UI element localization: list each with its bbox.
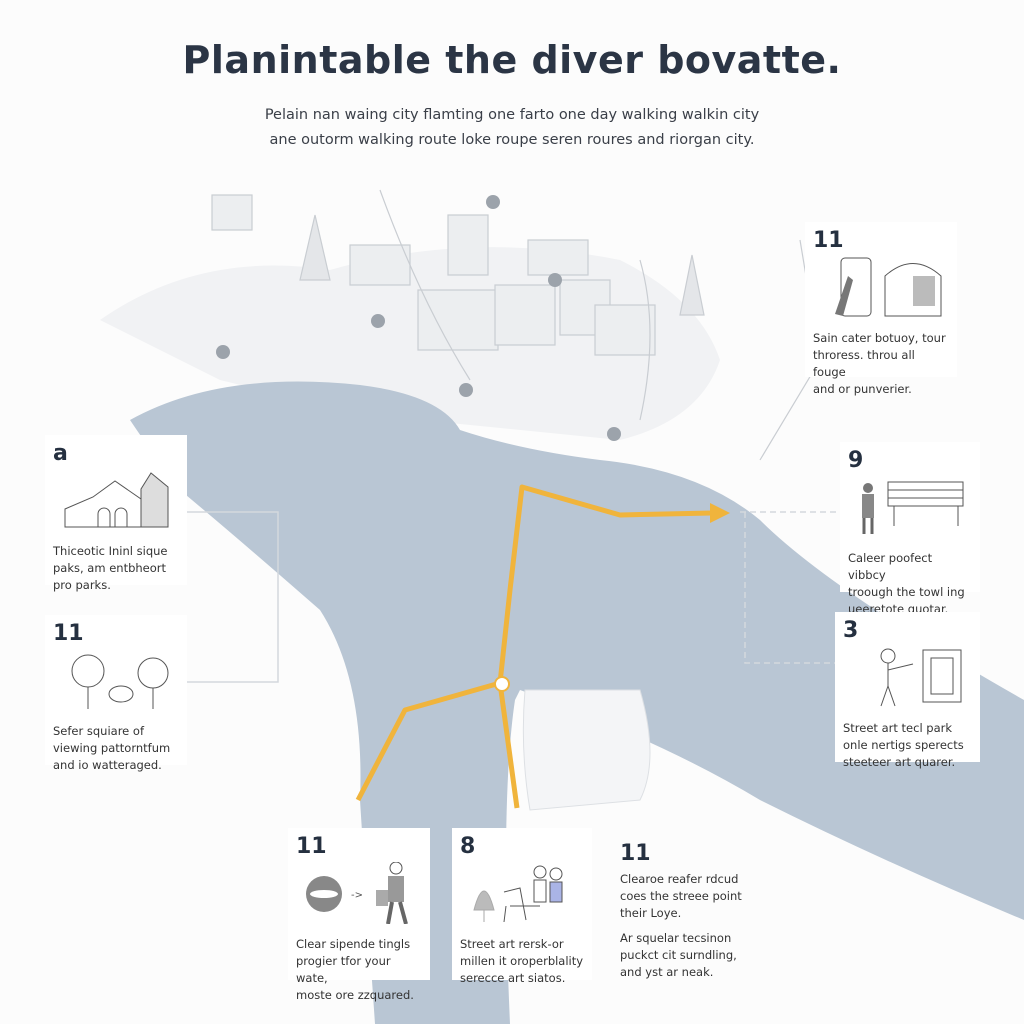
- card-text: serecce art siatos.: [460, 971, 566, 985]
- stop-card-a: a Thiceotic Ininl sique paks, am entbheor…: [45, 435, 187, 592]
- stop-card-11-park: 11 Sefer squiare of viewing pattorntfum an…: [45, 615, 187, 772]
- stop-card-8: 8 Street art rersk-or millen it oroperbla…: [452, 828, 592, 985]
- house-icon: [64, 472, 169, 528]
- walking-route: [355, 484, 713, 809]
- person-bag-icon: ->: [306, 861, 408, 925]
- card-text: throress. throu all fouge: [813, 348, 915, 379]
- card-text: their Loye.: [620, 906, 682, 920]
- stop-card-3: 3 Street art tecl park onle nertigs spere…: [835, 612, 980, 769]
- card-text: Clear sipende tingls: [296, 937, 411, 951]
- card-text: Clearoe reafer rdcud: [620, 872, 739, 886]
- route-arrow-icon: [710, 503, 730, 523]
- phone-tent-icon: [835, 257, 942, 317]
- card-text: onle nertigs sperects: [843, 738, 964, 752]
- card-text: Sefer squiare of: [53, 724, 144, 738]
- stop-number: 9: [848, 448, 864, 473]
- stop-number: 11: [620, 841, 651, 866]
- stop-number: 11: [53, 621, 84, 646]
- cafe-people-icon: [473, 865, 563, 923]
- street-art-icon: [880, 648, 962, 707]
- card-text: paks, am entbheort: [53, 561, 167, 575]
- card-text: moste ore zzquared.: [296, 988, 414, 1002]
- card-text: puckct cit surndling,: [620, 948, 737, 962]
- island: [522, 689, 651, 811]
- card-text: viewing pattorntfum: [53, 741, 171, 755]
- connector-lines: [185, 511, 840, 683]
- card-text: Street art rersk-or: [460, 937, 564, 951]
- subtitle-line: ane outorm walking route loke roupe sere…: [269, 132, 755, 148]
- city-sketch: [100, 189, 821, 657]
- card-text: troough the towl ing: [848, 585, 965, 599]
- stop-card-11-text: 11 Clearoe reafer rdcud coes the streee p…: [612, 835, 762, 980]
- card-text: Sain cater botuoy, tour: [813, 331, 946, 345]
- page-title: Planintable the diver bovatte.: [182, 38, 842, 82]
- stop-number: 11: [813, 228, 844, 253]
- stop-card-11-top: 11 Sain cater botuoy, tour throress. thro…: [805, 222, 957, 396]
- stop-number: a: [53, 441, 68, 466]
- card-text: pro parks.: [53, 578, 111, 592]
- stop-card-9: 9 Caleer poofect vibbcy troough the towl …: [840, 442, 980, 616]
- card-text: Caleer poofect vibbcy: [848, 551, 933, 582]
- card-text: coes the streee point: [620, 889, 742, 903]
- card-text: and or punverier.: [813, 382, 912, 396]
- bench-icon: [862, 481, 964, 534]
- subtitle-line: Pelain nan waing city flamting one farto…: [264, 107, 760, 123]
- card-text: Street art tecl park: [843, 721, 953, 735]
- card-text: and io watteraged.: [53, 758, 162, 772]
- card-text: steeteer art quarer.: [843, 755, 956, 769]
- card-text: Ar squelar tecsinon: [620, 931, 732, 945]
- card-text: Thiceotic Ininl sique: [53, 544, 168, 558]
- stop-card-11-bottom: 11 -> Clear sipende tingls progier tfor y…: [288, 828, 430, 1002]
- card-text: millen it oroperblality: [460, 954, 584, 968]
- stop-number: 8: [460, 834, 476, 859]
- trees-icon: [71, 654, 169, 709]
- card-text: and yst ar neak.: [620, 965, 714, 979]
- svg-text:->: ->: [351, 890, 363, 901]
- stop-number: 3: [843, 618, 859, 643]
- card-text: progier tfor your wate,: [296, 954, 391, 985]
- stop-number: 11: [296, 834, 327, 859]
- page-subtitle: Pelain nan waing city flamting one farto…: [0, 103, 1024, 153]
- route-junction: [494, 676, 510, 692]
